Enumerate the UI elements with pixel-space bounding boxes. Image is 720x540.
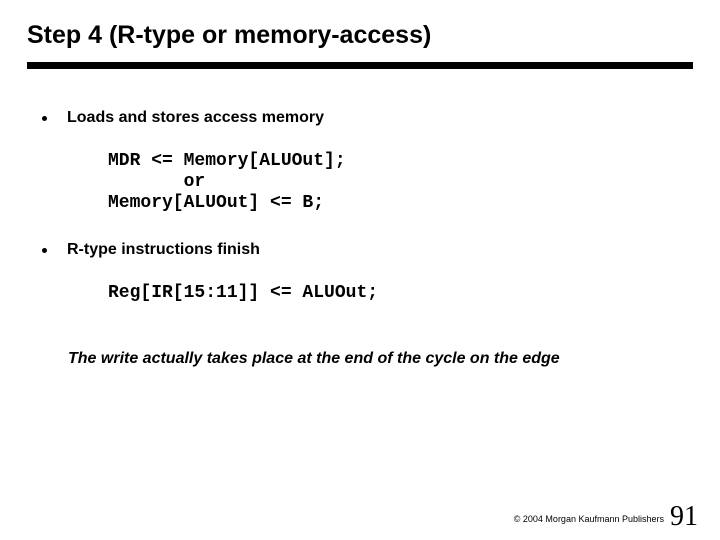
footer: © 2004 Morgan Kaufmann Publishers 91 [513, 500, 698, 532]
title-divider [27, 62, 693, 69]
bullet-dot-icon [42, 116, 47, 121]
bullet-item-rtype-finish: R-type instructions finish [42, 240, 260, 260]
page-number: 91 [670, 501, 698, 532]
bullet-dot-icon [42, 248, 47, 253]
code-block-memory-access: MDR <= Memory[ALUOut]; or Memory[ALUOut]… [108, 151, 346, 213]
bullet-item-loads-stores: Loads and stores access memory [42, 108, 324, 128]
bullet-label: R-type instructions finish [67, 241, 260, 258]
code-block-rtype-writeback: Reg[IR[15:11]] <= ALUOut; [108, 283, 379, 303]
copyright-text: © 2004 Morgan Kaufmann Publishers [513, 514, 664, 524]
note-text: The write actually takes place at the en… [68, 350, 560, 367]
bullet-label: Loads and stores access memory [67, 109, 325, 126]
slide-title: Step 4 (R-type or memory-access) [27, 21, 432, 49]
